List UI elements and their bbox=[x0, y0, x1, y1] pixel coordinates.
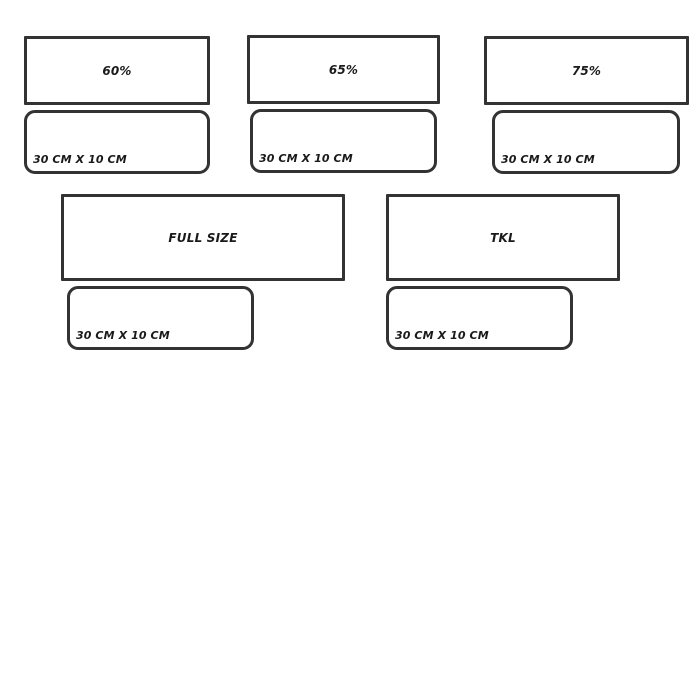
size-box-60: 60% bbox=[24, 36, 210, 105]
size-label-60: 60% bbox=[102, 63, 132, 78]
size-label-65: 65% bbox=[328, 62, 359, 77]
size-label-75: 75% bbox=[571, 63, 602, 78]
dimension-box-65: 30 CM X 10 CM bbox=[250, 109, 437, 173]
dimension-label-tkl: 30 CM X 10 CM bbox=[395, 329, 489, 342]
size-box-full-size: FULL SIZE bbox=[61, 194, 345, 281]
dimension-box-tkl: 30 CM X 10 CM bbox=[386, 286, 573, 350]
dimension-label-75: 30 CM X 10 CM bbox=[501, 153, 595, 166]
size-box-75: 75% bbox=[484, 36, 689, 105]
dimension-label-65: 30 CM X 10 CM bbox=[259, 152, 353, 165]
dimension-label-full-size: 30 CM X 10 CM bbox=[76, 329, 170, 342]
dimension-box-75: 30 CM X 10 CM bbox=[492, 110, 680, 174]
dimension-label-60: 30 CM X 10 CM bbox=[33, 153, 127, 166]
dimension-box-60: 30 CM X 10 CM bbox=[24, 110, 210, 174]
dimension-box-full-size: 30 CM X 10 CM bbox=[67, 286, 254, 350]
size-label-full-size: FULL SIZE bbox=[168, 230, 238, 245]
size-label-tkl: TKL bbox=[490, 230, 516, 245]
size-box-tkl: TKL bbox=[386, 194, 620, 281]
size-box-65: 65% bbox=[247, 35, 440, 104]
